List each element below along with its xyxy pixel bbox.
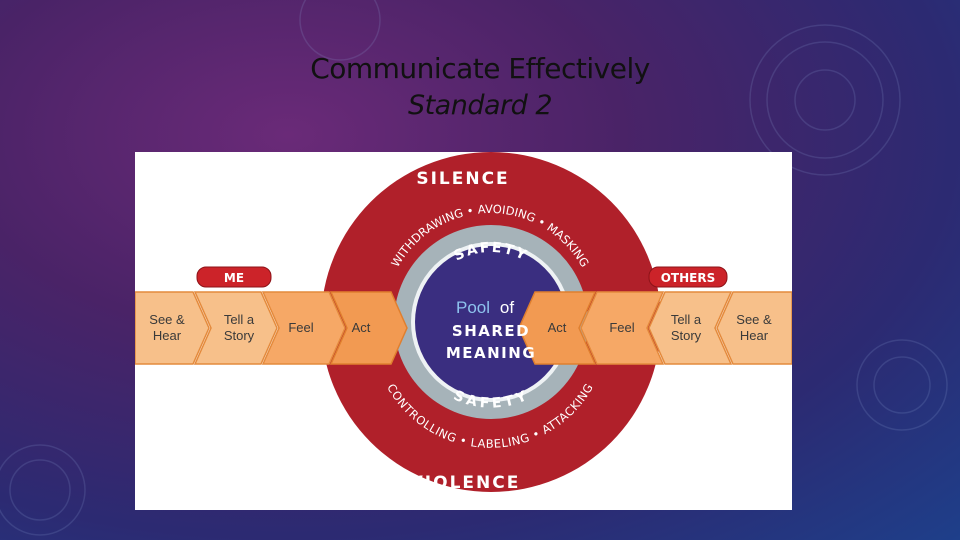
left-step-3-label: Feel bbox=[288, 320, 313, 335]
right-step-act-label: Act bbox=[548, 320, 567, 335]
me-badge: ME bbox=[197, 267, 271, 287]
left-step-2-line2: Story bbox=[224, 328, 255, 343]
pool-of-word: of bbox=[500, 298, 514, 317]
pool-word: Pool bbox=[456, 298, 490, 317]
others-arrow-chain: Act Feel Tell a Story See & Hear bbox=[519, 292, 792, 364]
diagram-canvas: SILENCE VIOLENCE WITHDRAWING • AVOIDING … bbox=[135, 152, 792, 510]
left-step-1-line1: See & bbox=[149, 312, 185, 327]
pool-shared: SHARED bbox=[452, 322, 530, 340]
others-badge: OTHERS bbox=[649, 267, 727, 287]
slide-subtitle: Standard 2 bbox=[0, 90, 960, 121]
slide-title: Communicate Effectively bbox=[0, 52, 960, 85]
me-badge-label: ME bbox=[224, 271, 244, 285]
others-badge-label: OTHERS bbox=[661, 271, 716, 285]
pool-meaning: MEANING bbox=[446, 344, 536, 362]
crucial-conversations-diagram: SILENCE VIOLENCE WITHDRAWING • AVOIDING … bbox=[135, 152, 792, 510]
right-step-feel-label: Feel bbox=[609, 320, 634, 335]
right-step-story-line1: Tell a bbox=[671, 312, 702, 327]
right-step-see-line2: Hear bbox=[740, 328, 769, 343]
violence-label: VIOLENCE bbox=[410, 473, 521, 493]
right-step-see-line1: See & bbox=[736, 312, 772, 327]
right-step-story-line2: Story bbox=[671, 328, 702, 343]
silence-label: SILENCE bbox=[416, 169, 509, 189]
left-step-1-line2: Hear bbox=[153, 328, 182, 343]
left-step-2-line1: Tell a bbox=[224, 312, 255, 327]
me-arrow-chain: See & Hear Tell a Story Feel Act bbox=[135, 292, 407, 364]
left-step-4-label: Act bbox=[352, 320, 371, 335]
